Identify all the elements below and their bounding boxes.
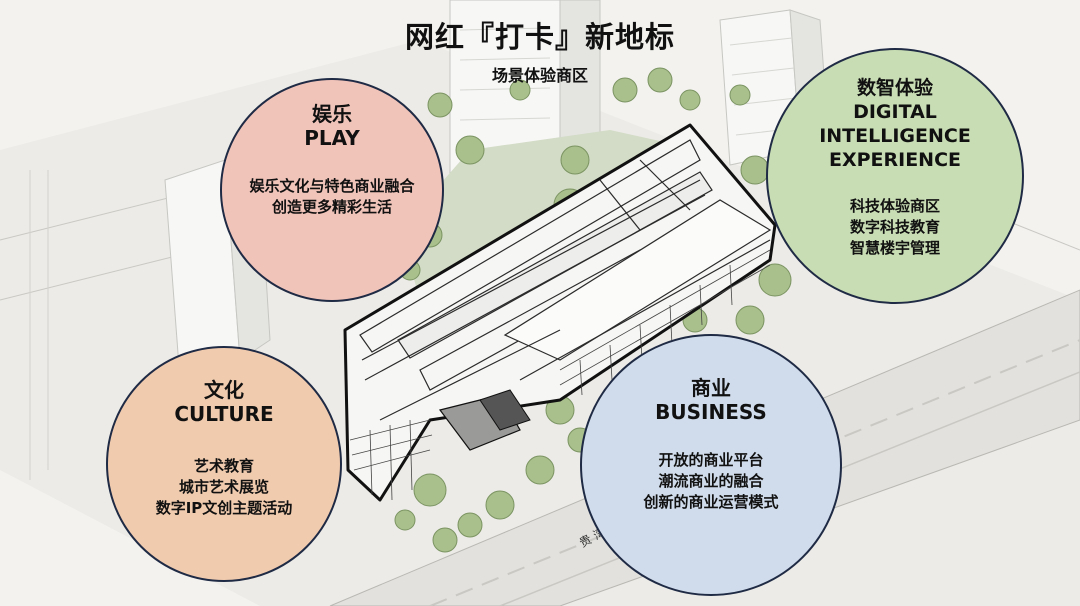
digital-title-en: INTELLIGENCE (819, 125, 971, 147)
business-line: 潮流商业的融合 (658, 472, 764, 490)
business-circle: 商业 BUSINESS 开放的商业平台 潮流商业的融合 创新的商业运营模式 (580, 334, 842, 596)
digital-title-cn: 数智体验 (856, 77, 933, 99)
digital-description: 科技体验商区 数字科技教育 智慧楼宇管理 (850, 196, 940, 259)
digital-title-en: DIGITAL (853, 101, 937, 123)
page-title: 网红『打卡』新地标 (404, 20, 675, 54)
play-description: 娱乐文化与特色商业融合 创造更多精彩生活 (249, 176, 414, 218)
building-roof-structure (359, 139, 772, 421)
play-circle: 娱乐 PLAY 娱乐文化与特色商业融合 创造更多精彩生活 (220, 78, 444, 302)
business-line: 开放的商业平台 (658, 451, 764, 469)
digital-experience-circle: 数智体验 DIGITAL INTELLIGENCE EXPERIENCE 科技体… (766, 48, 1024, 304)
business-description: 开放的商业平台 潮流商业的融合 创新的商业运营模式 (643, 450, 778, 513)
page-subtitle: 场景体验商区 (491, 66, 588, 85)
business-line: 创新的商业运营模式 (643, 493, 779, 511)
culture-line: 城市艺术展览 (178, 478, 269, 496)
culture-line: 艺术教育 (193, 457, 254, 475)
play-line: 娱乐文化与特色商业融合 (249, 177, 415, 195)
culture-description: 艺术教育 城市艺术展览 数字IP文创主题活动 (156, 456, 293, 519)
digital-line: 科技体验商区 (849, 197, 940, 215)
culture-circle: 文化 CULTURE 艺术教育 城市艺术展览 数字IP文创主题活动 (106, 346, 342, 582)
culture-title-en: CULTURE (174, 402, 274, 426)
play-title-cn: 娱乐 (312, 102, 352, 126)
play-line: 创造更多精彩生活 (271, 198, 392, 216)
digital-line: 数字科技教育 (849, 218, 940, 236)
business-title-cn: 商业 (691, 376, 731, 400)
business-title-en: BUSINESS (655, 400, 767, 424)
play-title-en: PLAY (304, 126, 360, 150)
culture-title-cn: 文化 (204, 378, 244, 402)
digital-line: 智慧楼宇管理 (849, 239, 940, 257)
digital-title-en: EXPERIENCE (828, 149, 962, 171)
culture-line: 数字IP文创主题活动 (155, 499, 293, 517)
entrance-stair (479, 389, 531, 431)
